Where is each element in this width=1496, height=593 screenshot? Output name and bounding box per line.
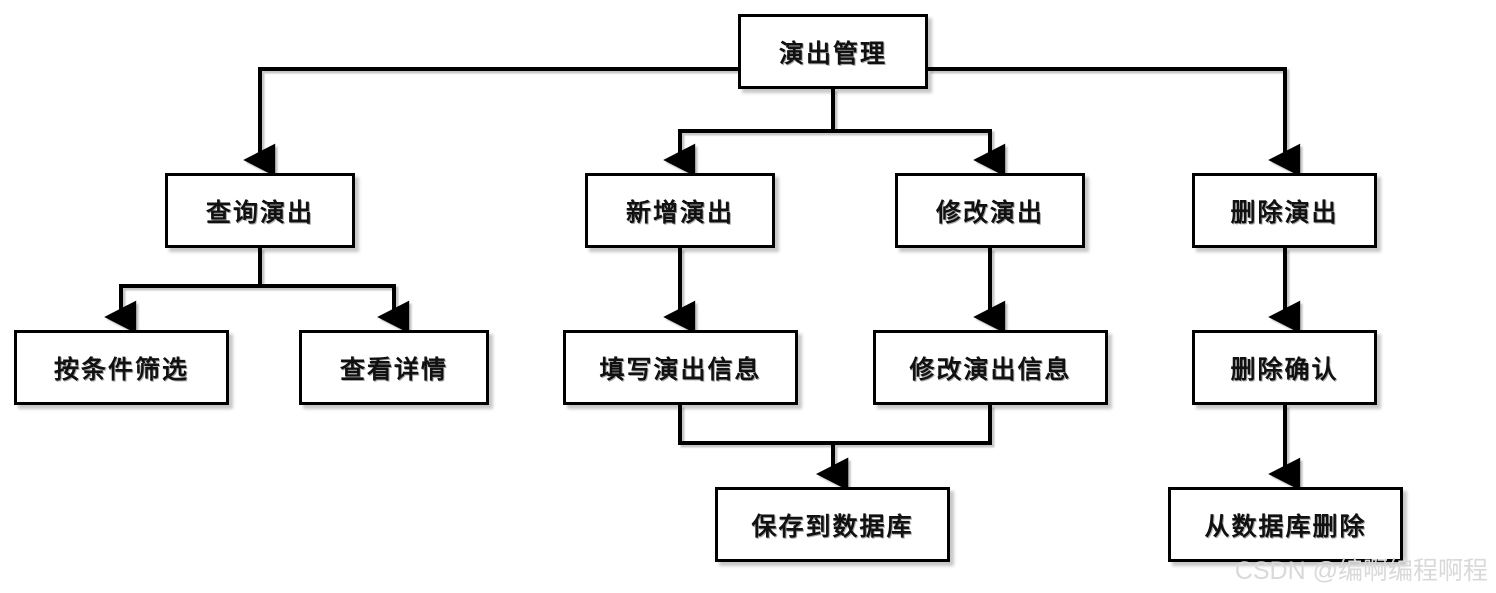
node-query[interactable]: 查询演出	[165, 173, 355, 248]
connector-root-to-query	[243, 67, 738, 177]
node-label-add: 新增演出	[625, 199, 734, 227]
node-label-confirm: 删除确认	[1230, 356, 1339, 384]
node-label-filter: 按条件筛选	[53, 356, 189, 384]
node-confirm[interactable]: 删除确认	[1192, 330, 1377, 405]
connector-modify-info-to-save-db	[816, 405, 992, 491]
node-label-detail: 查看详情	[339, 356, 448, 384]
node-label-save-db: 保存到数据库	[751, 513, 914, 541]
connector-root-to-modify	[831, 89, 1006, 177]
node-label-modify: 修改演出	[935, 199, 1044, 227]
connector-fill-info-to-save-db	[678, 405, 849, 491]
node-modify[interactable]: 修改演出	[895, 173, 1085, 248]
node-label-root: 演出管理	[778, 40, 887, 68]
node-label-query: 查询演出	[205, 199, 314, 227]
node-root[interactable]: 演出管理	[738, 14, 928, 89]
node-delete[interactable]: 删除演出	[1192, 173, 1377, 248]
node-add[interactable]: 新增演出	[585, 173, 775, 248]
connector-root-to-add	[663, 89, 835, 177]
connector-root-to-delete	[928, 67, 1301, 177]
connector-query-to-detail	[258, 248, 410, 334]
csdn-watermark: CSDN @编啊编程啊程	[1234, 557, 1488, 585]
node-detail[interactable]: 查看详情	[299, 330, 489, 405]
node-modify-info[interactable]: 修改演出信息	[873, 330, 1108, 405]
node-fill-info[interactable]: 填写演出信息	[563, 330, 798, 405]
node-label-modify-info: 修改演出信息	[909, 356, 1072, 384]
node-filter[interactable]: 按条件筛选	[14, 330, 229, 405]
node-remove-db[interactable]: 从数据库删除	[1168, 487, 1403, 562]
connector-query-to-filter	[104, 248, 262, 334]
node-label-fill-info: 填写演出信息	[599, 356, 762, 384]
node-label-remove-db: 从数据库删除	[1204, 513, 1367, 541]
node-save-db[interactable]: 保存到数据库	[715, 487, 950, 562]
node-label-delete: 删除演出	[1230, 199, 1339, 227]
